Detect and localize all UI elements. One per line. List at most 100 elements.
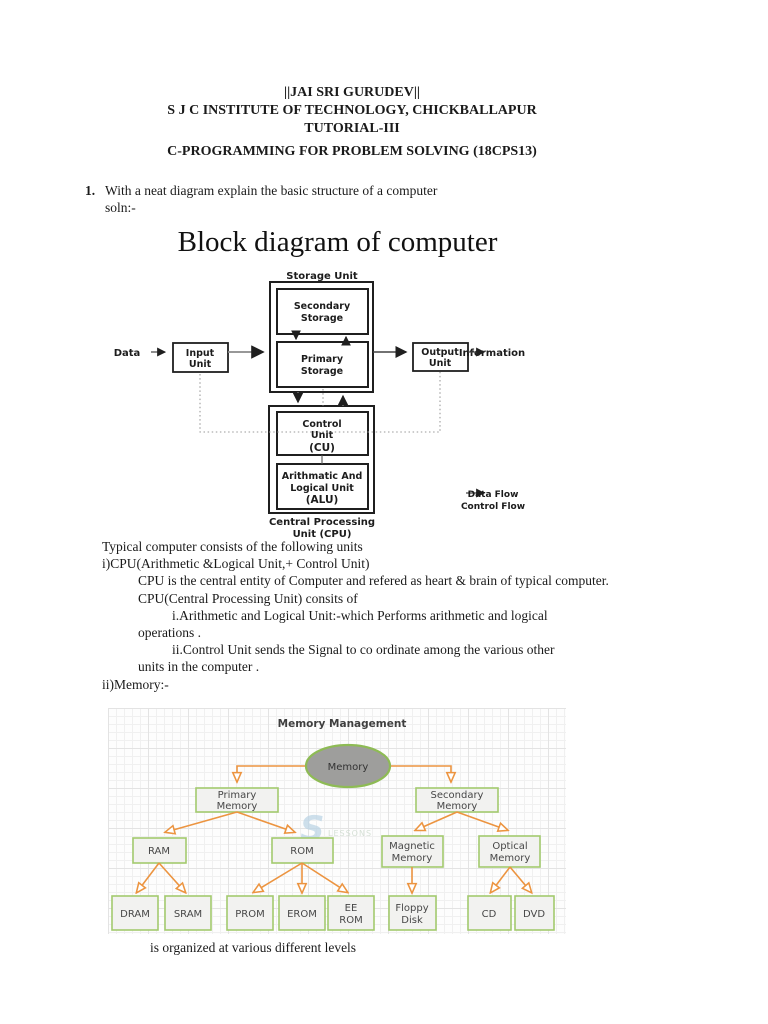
- svg-text:Magnetic: Magnetic: [389, 841, 435, 852]
- body-line: units in the computer .: [138, 659, 260, 675]
- ram-node: RAM: [132, 837, 187, 864]
- svg-text:Input: Input: [186, 348, 215, 359]
- sram-node: SRAM: [164, 895, 212, 931]
- svg-text:Storage: Storage: [301, 313, 343, 324]
- cpu-caption-line1: Central Processing: [269, 517, 375, 528]
- svg-text:Memory: Memory: [392, 853, 433, 864]
- rom-to-prom-connector: [254, 862, 303, 892]
- svg-text:RAM: RAM: [148, 846, 170, 857]
- optical-to-cd-connector: [491, 866, 511, 892]
- cpu-caption-line2: Unit (CPU): [293, 529, 352, 540]
- body-line: CPU(Central Processing Unit) consits of: [138, 590, 358, 606]
- svg-text:Memory: Memory: [437, 801, 478, 812]
- svg-text:(CU): (CU): [309, 442, 335, 454]
- optical-memory-node: Optical Memory: [478, 835, 541, 868]
- question-text: With a neat diagram explain the basic st…: [105, 183, 438, 198]
- document-header: ||JAI SRI GURUDEV|| S J C INSTITUTE OF T…: [40, 84, 664, 138]
- svg-text:Control: Control: [302, 419, 341, 430]
- svg-text:Logical Unit: Logical Unit: [290, 483, 354, 494]
- memory-diagram-title: Memory Management: [278, 718, 407, 730]
- svg-text:DVD: DVD: [523, 909, 545, 920]
- legend-control-flow-label: Control Flow: [461, 502, 525, 512]
- svg-text:Memory: Memory: [217, 801, 258, 812]
- svg-text:ROM: ROM: [290, 846, 313, 857]
- control-unit-box: Control Unit (CU): [276, 411, 369, 456]
- svg-text:DRAM: DRAM: [120, 909, 150, 920]
- svg-text:Primary: Primary: [218, 790, 257, 801]
- control-flow-path: [199, 372, 441, 433]
- legend-data-flow-label: Data Flow: [468, 490, 519, 500]
- svg-text:Secondary: Secondary: [431, 790, 484, 801]
- svg-text:EE: EE: [345, 903, 358, 914]
- svg-text:Unit: Unit: [189, 359, 212, 370]
- svg-text:Secondary: Secondary: [294, 301, 351, 312]
- body-line: i)CPU(Arithmetic &Logical Unit,+ Control…: [102, 556, 370, 572]
- header-invocation: ||JAI SRI GURUDEV||: [283, 85, 420, 100]
- data-label: Data: [114, 348, 141, 359]
- storage-unit-label: Storage Unit: [286, 271, 358, 282]
- body-line: i.Arithmetic and Logical Unit:-which Per…: [172, 607, 548, 623]
- memory-to-secondary-connector: [389, 765, 451, 781]
- svg-text:Floppy: Floppy: [395, 903, 428, 914]
- svg-text:Disk: Disk: [401, 915, 423, 926]
- rom-to-eerom-connector: [301, 862, 347, 892]
- svg-text:Memory: Memory: [490, 853, 531, 864]
- information-label: Information: [459, 348, 525, 359]
- svg-text:Optical: Optical: [492, 841, 527, 852]
- secondary-to-optical-connector: [456, 811, 507, 830]
- svg-text:PROM: PROM: [235, 909, 264, 920]
- erom-node: EROM: [278, 895, 326, 931]
- watermark-text: LESSONS: [328, 829, 372, 838]
- svg-text:CD: CD: [482, 909, 497, 920]
- secondary-memory-node: Secondary Memory: [415, 787, 499, 813]
- alu-box: Arithmatic And Logical Unit (ALU): [276, 463, 369, 510]
- secondary-storage-box: Secondary Storage: [276, 288, 369, 335]
- dram-node: DRAM: [111, 895, 159, 931]
- primary-to-ram-connector: [166, 811, 238, 832]
- optical-to-dvd-connector: [509, 866, 531, 892]
- magnetic-memory-node: Magnetic Memory: [381, 835, 444, 868]
- primary-memory-node: Primary Memory: [195, 787, 279, 813]
- svg-text:(ALU): (ALU): [306, 494, 339, 506]
- svg-text:Primary: Primary: [301, 354, 344, 365]
- eerom-node: EE ROM: [327, 895, 375, 931]
- ram-to-sram-connector: [158, 862, 185, 892]
- body-line: ii)Memory:-: [102, 676, 169, 692]
- primary-to-rom-connector: [236, 811, 294, 832]
- svg-text:Memory: Memory: [328, 762, 369, 773]
- svg-text:ROM: ROM: [339, 915, 362, 926]
- svg-text:Unit: Unit: [429, 358, 452, 369]
- question-number: 1.: [85, 183, 96, 198]
- svg-text:EROM: EROM: [287, 909, 317, 920]
- dvd-node: DVD: [514, 895, 555, 931]
- svg-text:Unit: Unit: [311, 430, 334, 441]
- body-line: operations .: [138, 625, 201, 641]
- body-line: ii.Control Unit sends the Signal to co o…: [172, 642, 555, 658]
- memory-caption: is organized at various different levels: [150, 940, 357, 955]
- header-tutorial: TUTORIAL-III: [304, 121, 400, 136]
- primary-storage-box: Primary Storage: [276, 341, 369, 388]
- legend: Data Flow Control Flow: [461, 488, 525, 512]
- question-soln: soln:-: [105, 200, 136, 215]
- block-diagram-title: Block diagram of computer: [177, 226, 498, 258]
- header-institute: S J C INSTITUTE OF TECHNOLOGY, CHICKBALL…: [167, 103, 537, 118]
- ram-to-dram-connector: [137, 862, 160, 892]
- rom-node: ROM: [271, 837, 334, 864]
- svg-text:Arithmatic And: Arithmatic And: [282, 471, 363, 482]
- secondary-to-magnetic-connector: [416, 811, 458, 830]
- floppy-disk-node: Floppy Disk: [388, 895, 437, 931]
- input-unit-box: Input Unit: [172, 342, 229, 373]
- body-line: CPU is the central entity of Computer an…: [138, 573, 609, 589]
- course-title: C-PROGRAMMING FOR PROBLEM SOLVING (18CPS…: [167, 144, 537, 159]
- body-line: Typical computer consists of the followi…: [102, 539, 363, 554]
- svg-text:SRAM: SRAM: [174, 909, 202, 920]
- memory-root-node: Memory: [304, 743, 392, 789]
- cd-node: CD: [467, 895, 512, 931]
- memory-to-primary-connector: [237, 765, 307, 781]
- svg-text:Output: Output: [421, 347, 459, 358]
- svg-text:Storage: Storage: [301, 366, 343, 377]
- answer-text: Typical computer consists of the followi…: [102, 538, 609, 693]
- output-unit-box: Output Unit: [412, 342, 469, 372]
